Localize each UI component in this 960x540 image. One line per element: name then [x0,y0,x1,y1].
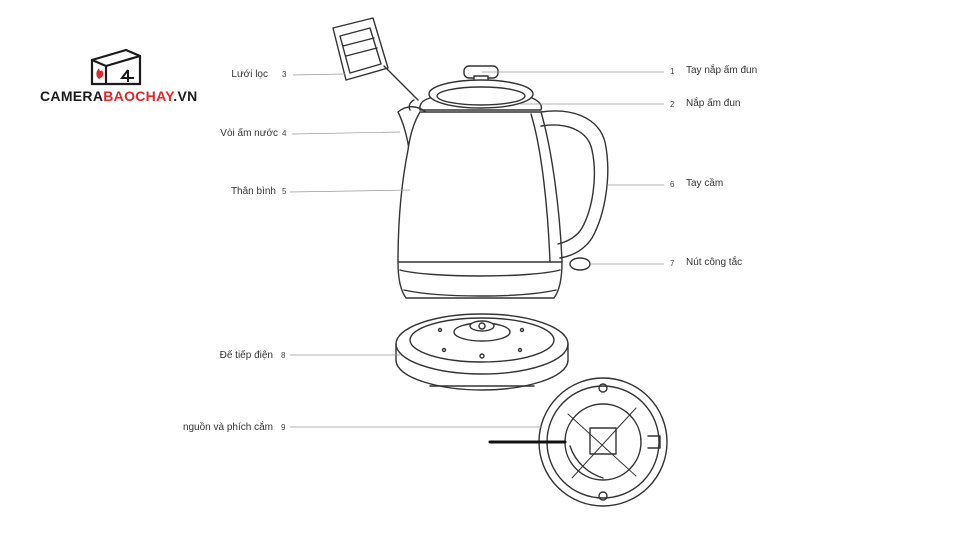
part-number-8: 8 [281,351,286,360]
spout-drawing [397,106,427,157]
part-number-4: 4 [282,129,287,138]
part-label-1: Tay nắp ấm đun [686,65,758,76]
part-number-2: 2 [670,100,675,109]
part-label-5: Thân bình [230,186,276,197]
logo-part-2: BAOCHAY [103,88,174,104]
camera-logo-icon [90,48,142,86]
part-label-6: Tay cầm [686,178,724,189]
part-label-2: Nắp ấm đun [686,98,741,109]
logo-part-1: CAMERA [40,88,104,104]
handle-drawing [540,110,609,259]
part-label-8: Đế tiếp điện [219,350,273,361]
part-number-5: 5 [282,187,287,196]
part-label-4: Vòi ấm nước [220,128,278,139]
body-drawing [397,111,563,263]
part-number-3: 3 [282,70,287,79]
logo-part-3: .VN [173,88,198,104]
site-logo[interactable]: CAMERABAOCHAY.VN [40,88,198,104]
switch-drawing [569,257,591,271]
part-number-7: 7 [670,259,675,268]
part-label-3: Lưới lọc [231,69,268,80]
base-drawing [395,313,569,391]
part-number-9: 9 [281,423,286,432]
part-number-6: 6 [670,180,675,189]
part-label-9: nguồn và phích cắm [182,422,273,433]
lid-drawing [419,65,543,111]
part-label-7: Nút công tắc [686,257,743,268]
part-number-1: 1 [670,67,675,76]
filter-drawing [332,17,419,101]
